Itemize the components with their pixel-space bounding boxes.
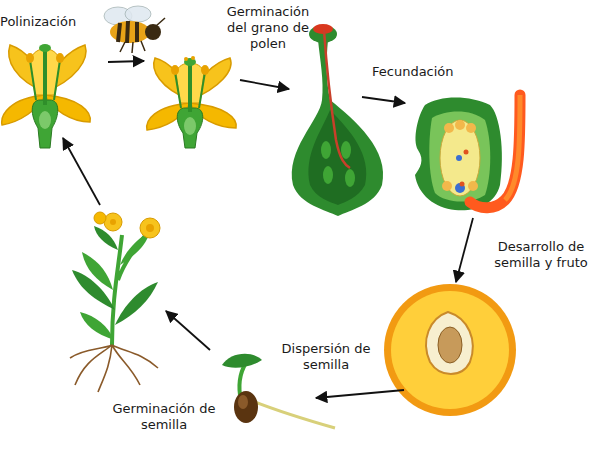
stage-label: Germinación del grano de polen: [216, 4, 320, 52]
flower-pollinated: [147, 56, 236, 148]
bee: [104, 6, 165, 53]
stage-label: Fecundación: [372, 64, 472, 80]
stage-label: Polinización: [0, 14, 100, 30]
ovule-fertilization: [415, 95, 520, 210]
adult-plant: [70, 212, 160, 392]
stage-label: Dispersión de semilla: [278, 341, 374, 373]
cycle-arrows: [63, 61, 473, 398]
fruit-seed: [384, 284, 516, 416]
stage-label: Germinación de semilla: [108, 401, 220, 433]
stage-label: Desarrollo de semilla y fruto: [486, 239, 594, 271]
pistil-pollen-tube: [292, 24, 383, 216]
flower-pollination: [2, 44, 90, 148]
